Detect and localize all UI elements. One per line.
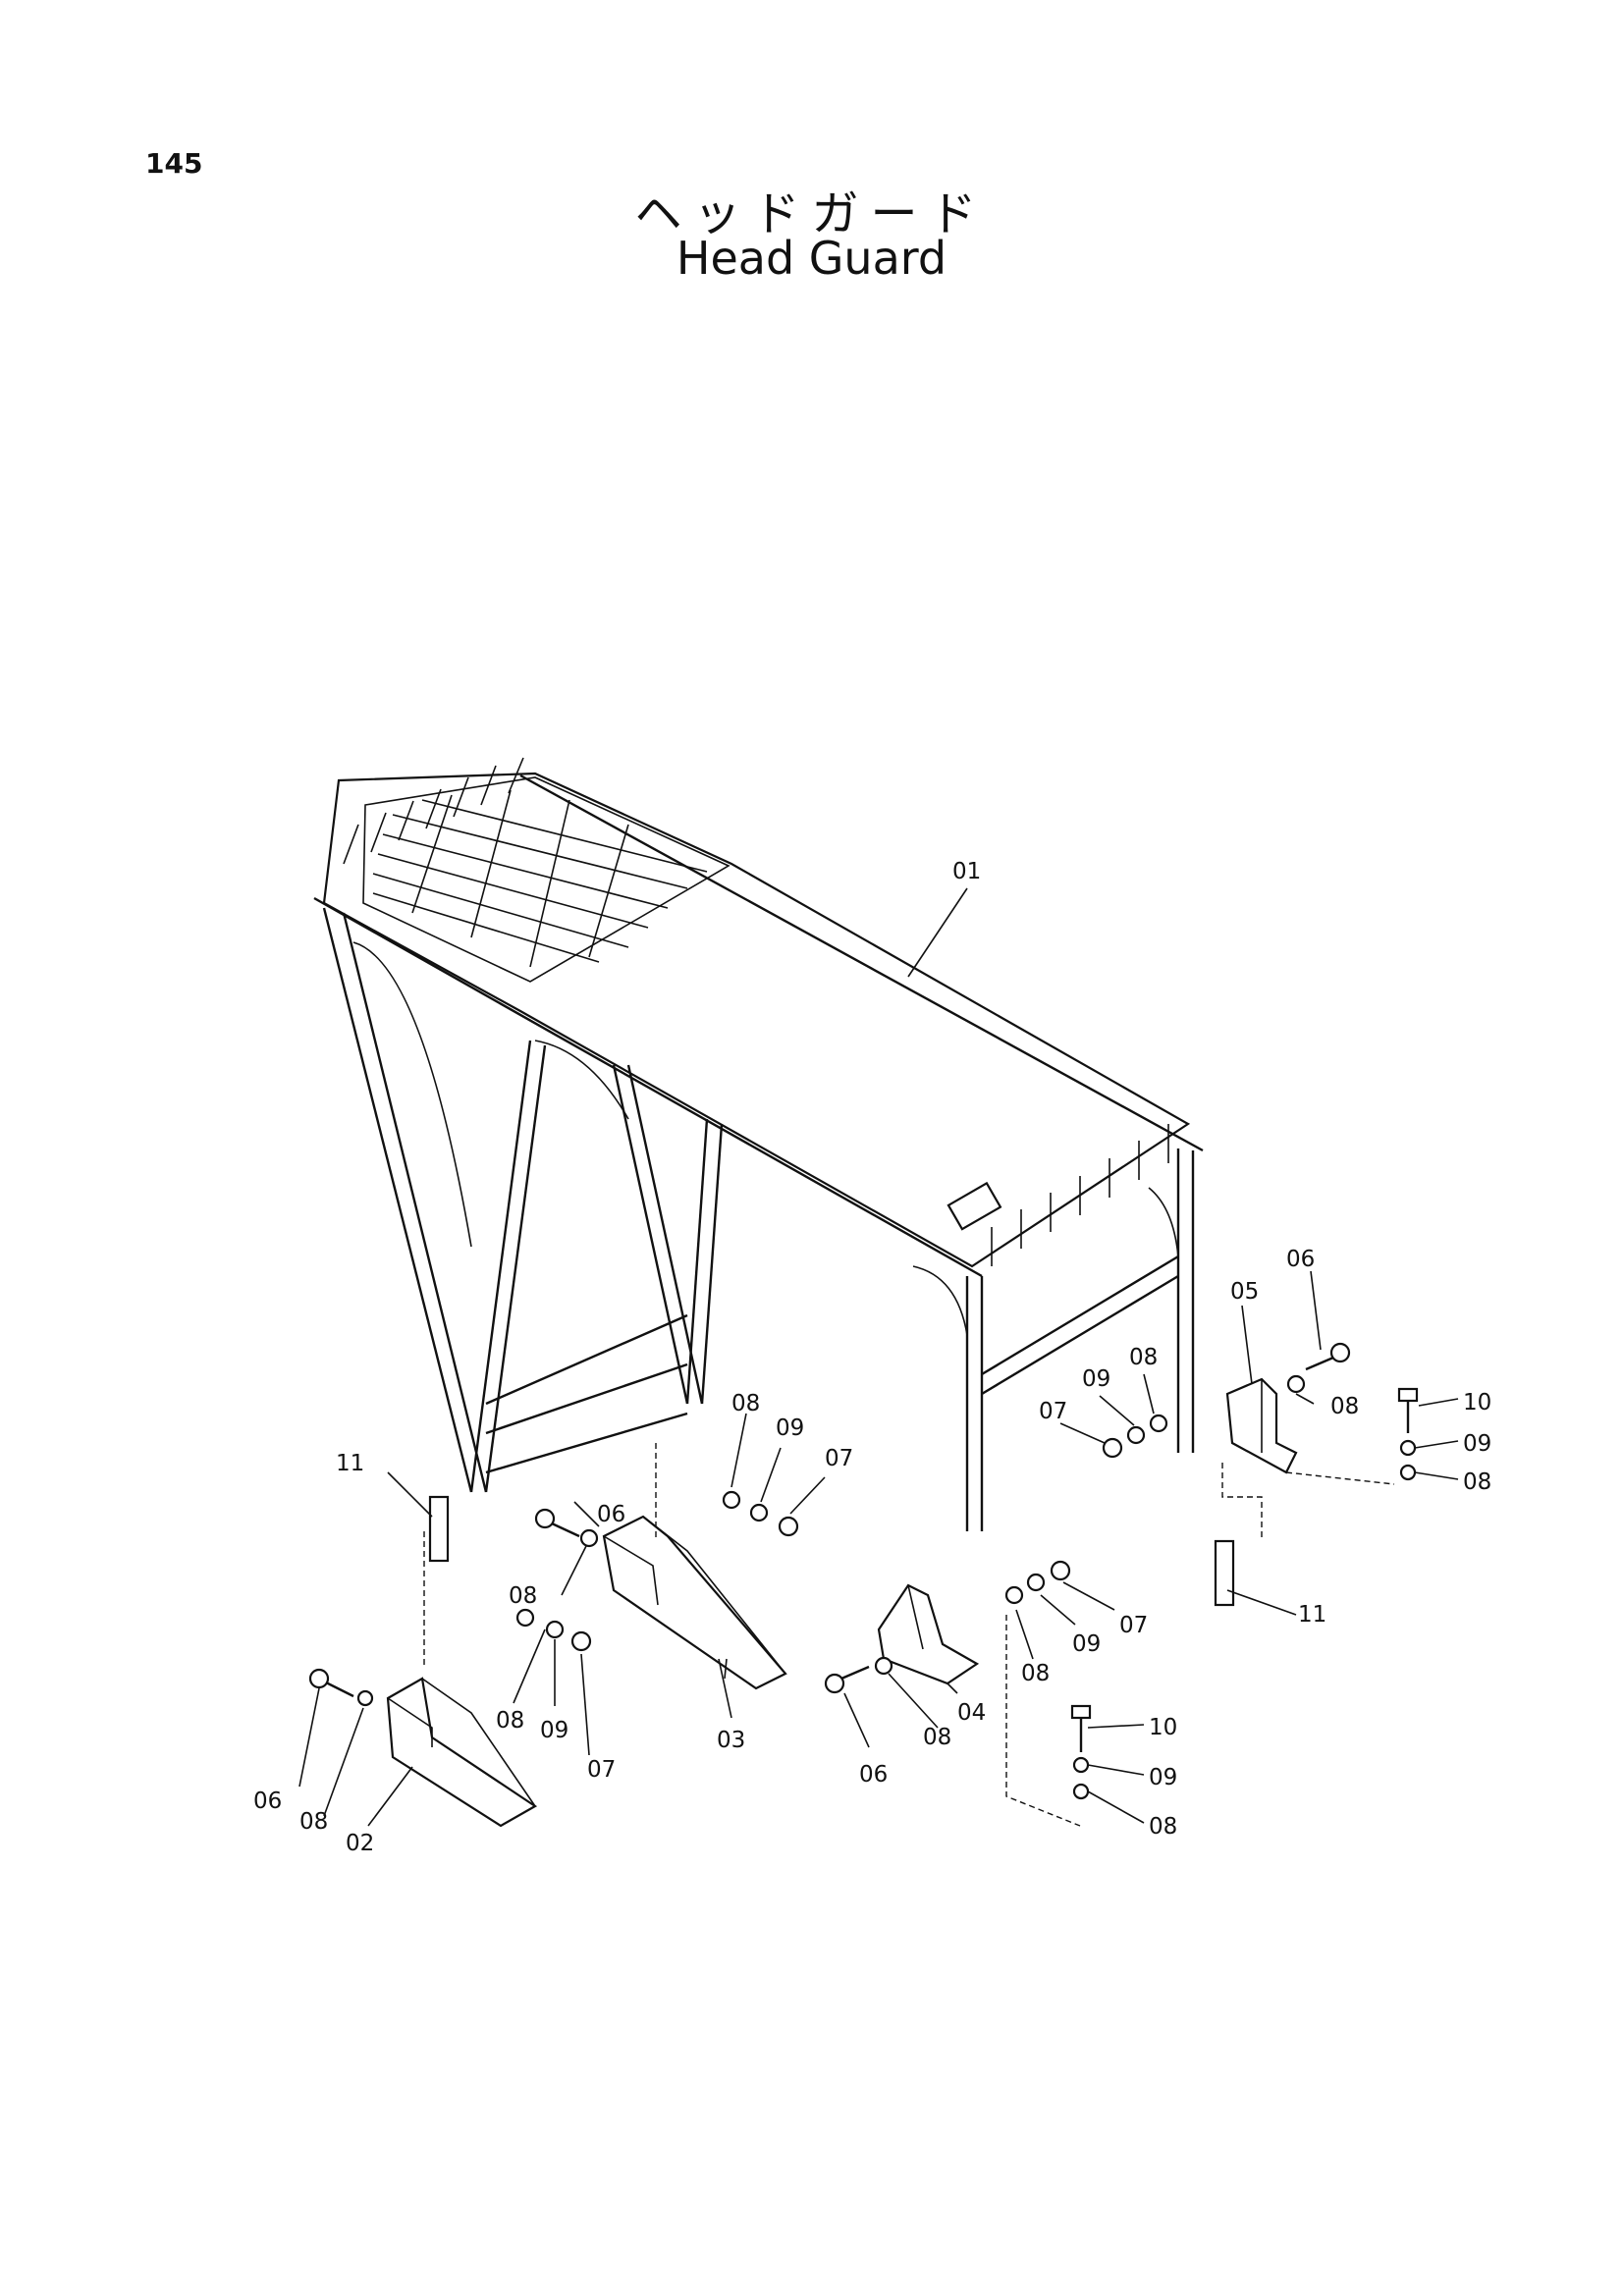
callout-07: 07: [1039, 1399, 1067, 1424]
callout-09: 09: [1082, 1366, 1110, 1392]
leader-01: [907, 887, 968, 978]
washer-icon: [1399, 1464, 1417, 1481]
washer-icon: [1399, 1439, 1417, 1457]
cross-bar-upper: [485, 1313, 688, 1406]
callout-09: 09: [540, 1718, 568, 1743]
bolt-icon: [1397, 1387, 1419, 1433]
mid-left-leg: [612, 1064, 689, 1405]
roof-panel: [322, 772, 1191, 1268]
left-rail: [313, 896, 983, 1278]
callout-03: 03: [717, 1728, 745, 1753]
callout-08: 08: [496, 1708, 524, 1734]
washer-icon: [1004, 1585, 1024, 1605]
callout-11: 11: [336, 1451, 364, 1476]
callout-07: 07: [1119, 1613, 1148, 1638]
callout-08: 08: [1129, 1345, 1158, 1370]
callout-08: 08: [923, 1725, 951, 1750]
mesh-hatch: [372, 789, 708, 968]
callout-09: 09: [1072, 1631, 1101, 1657]
washer-icon: [579, 1528, 599, 1548]
nut-icon: [570, 1630, 592, 1652]
nut-icon: [1050, 1560, 1071, 1581]
callout-09: 09: [776, 1415, 804, 1441]
nut-icon: [778, 1516, 799, 1537]
callout-06: 06: [1286, 1247, 1315, 1272]
plate-11-left: [428, 1495, 450, 1563]
callout-08: 08: [1149, 1814, 1177, 1840]
bracket-03: [602, 1515, 787, 1690]
front-cross-bar: [981, 1255, 1179, 1376]
bolt-icon: [308, 1668, 354, 1698]
washer-icon: [1149, 1414, 1168, 1433]
callout-02: 02: [346, 1831, 374, 1856]
hardware: [308, 1342, 1419, 1800]
page-number: 145: [145, 147, 203, 180]
bracket-02: [386, 1677, 538, 1828]
callout-08: 08: [509, 1583, 537, 1609]
callout-04: 04: [957, 1700, 986, 1726]
callout-07: 07: [587, 1757, 616, 1783]
leader-lines: [298, 1270, 1459, 1827]
callout-08: 08: [1330, 1394, 1359, 1419]
callout-07: 07: [825, 1446, 853, 1471]
cross-bar-lower: [485, 1362, 688, 1435]
bracket-05: [1225, 1377, 1298, 1474]
washer-icon: [515, 1608, 535, 1628]
callout-10: 10: [1463, 1390, 1491, 1415]
callout-06: 06: [859, 1762, 888, 1788]
callout-labels: 01 02 03 04 05 06 06 06 06 07 07 07 07 0…: [253, 859, 1491, 1856]
washer-icon: [1026, 1573, 1046, 1592]
title-japanese: ヘッドガード: [634, 187, 989, 241]
callout-09: 09: [1463, 1431, 1491, 1457]
bolt-icon: [1070, 1704, 1092, 1752]
right-rail: [519, 774, 1204, 1152]
washer-icon: [1072, 1783, 1090, 1800]
front-fins: [991, 1124, 1169, 1266]
washer-icon: [874, 1656, 893, 1676]
washer-icon: [749, 1503, 769, 1522]
washer-icon: [1126, 1425, 1146, 1445]
washer-icon: [356, 1689, 374, 1707]
washer-icon: [1286, 1374, 1306, 1394]
washer-icon: [1072, 1756, 1090, 1774]
bracket-04: [877, 1583, 980, 1685]
callout-10: 10: [1149, 1715, 1177, 1740]
title-english: Head Guard: [676, 232, 947, 285]
bolt-icon: [534, 1508, 580, 1538]
assembly-lines: [423, 1443, 1395, 1827]
callout-06: 06: [597, 1502, 625, 1527]
callout-01: 01: [952, 859, 981, 884]
callout-11: 11: [1298, 1602, 1326, 1628]
rear-fins: [343, 757, 524, 865]
washer-icon: [545, 1620, 565, 1639]
washer-icon: [722, 1490, 741, 1510]
roof-mesh: [362, 776, 730, 983]
bolt-icon: [1305, 1342, 1351, 1371]
callout-08: 08: [731, 1391, 760, 1416]
callout-05: 05: [1230, 1279, 1259, 1305]
callout-08: 08: [1463, 1469, 1491, 1495]
rear-center-leg: [469, 1040, 532, 1493]
head-guard-frame: [313, 757, 1204, 1531]
plate-11-right: [1214, 1539, 1235, 1607]
callout-09: 09: [1149, 1765, 1177, 1790]
rear-left-leg: [322, 907, 473, 1493]
callout-08: 08: [1021, 1661, 1050, 1686]
nut-icon: [1102, 1437, 1123, 1459]
callout-06: 06: [253, 1789, 282, 1814]
name-plate: [947, 1181, 1002, 1231]
bolt-icon: [824, 1665, 870, 1694]
callout-08: 08: [299, 1809, 328, 1835]
